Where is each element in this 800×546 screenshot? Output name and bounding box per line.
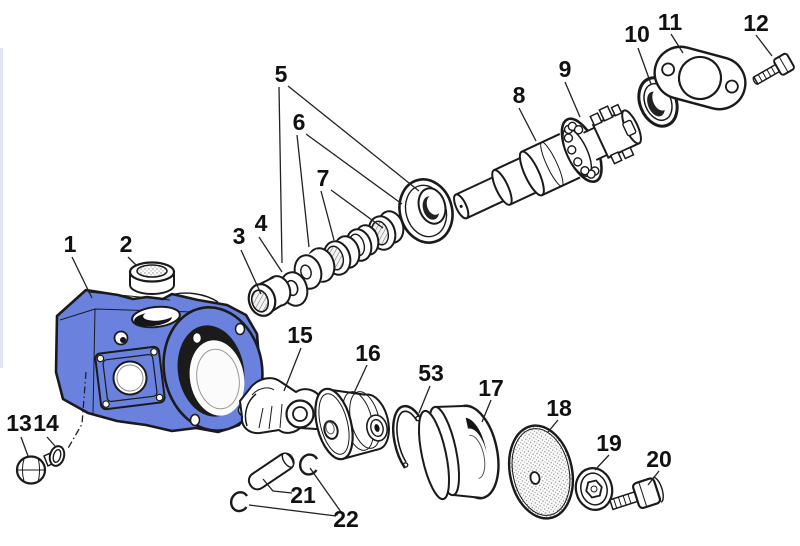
leader-dash-dot-drain bbox=[66, 371, 87, 451]
leader-10 bbox=[637, 47, 652, 85]
leader-9 bbox=[564, 81, 581, 118]
leader-15 bbox=[283, 347, 302, 392]
part-20-bolt bbox=[608, 476, 664, 511]
part-16-piston bbox=[314, 387, 390, 461]
leader-16 bbox=[353, 364, 368, 394]
part-14-washer bbox=[48, 445, 66, 467]
leader-19 bbox=[594, 454, 610, 471]
leader-17 bbox=[481, 399, 492, 423]
part-53-circlip bbox=[392, 405, 421, 469]
leader-7b bbox=[330, 189, 384, 229]
leader-13 bbox=[20, 436, 29, 457]
callout-label-8: 8 bbox=[513, 82, 526, 108]
leader-8 bbox=[518, 107, 537, 142]
part-18-diaphragm-disc bbox=[507, 424, 575, 520]
part-21-pin bbox=[247, 452, 295, 491]
leader-18 bbox=[547, 419, 559, 433]
callout-label-6: 6 bbox=[293, 109, 306, 135]
callout-label-20: 20 bbox=[646, 446, 672, 472]
callout-label-2: 2 bbox=[120, 231, 133, 257]
part-3-bushing bbox=[247, 275, 292, 317]
part-22-snap-rings bbox=[229, 453, 319, 513]
leader-11 bbox=[670, 33, 684, 54]
leader-4 bbox=[258, 236, 283, 273]
leader-6a bbox=[296, 134, 310, 248]
callout-label-10: 10 bbox=[624, 21, 650, 47]
callout-label-22: 22 bbox=[333, 506, 359, 532]
callout-label-1: 1 bbox=[64, 231, 77, 257]
page-edge-artifact bbox=[0, 48, 3, 368]
part-19-retainer-washer bbox=[574, 467, 614, 511]
leader-5a bbox=[278, 86, 283, 264]
leader-lines bbox=[20, 33, 773, 517]
housing-front-plate bbox=[94, 345, 166, 411]
callout-label-18: 18 bbox=[546, 395, 572, 421]
part-9-bearing bbox=[560, 117, 603, 183]
part-1-housing bbox=[54, 288, 264, 434]
leader-53 bbox=[418, 385, 431, 414]
leader-20 bbox=[647, 470, 660, 486]
callout-label-9: 9 bbox=[559, 56, 572, 82]
callout-label-13: 13 bbox=[6, 410, 32, 436]
callout-label-11: 11 bbox=[658, 9, 683, 35]
callout-label-19: 19 bbox=[596, 430, 622, 456]
leader-21 bbox=[262, 478, 293, 494]
callout-label-53: 53 bbox=[418, 360, 444, 386]
callout-label-12: 12 bbox=[743, 10, 769, 36]
part-17-cup-seal bbox=[417, 404, 500, 501]
callout-label-17: 17 bbox=[478, 375, 504, 401]
part-8-shaft bbox=[453, 103, 642, 220]
callout-label-4: 4 bbox=[255, 210, 268, 236]
callout-labels: 1 2 3 4 5 6 7 8 9 10 11 12 13 14 15 16 1… bbox=[6, 9, 769, 532]
leader-14 bbox=[46, 436, 56, 447]
callout-label-5: 5 bbox=[275, 61, 288, 87]
leader-1 bbox=[71, 256, 93, 299]
callout-label-14: 14 bbox=[33, 410, 59, 436]
callout-label-16: 16 bbox=[355, 340, 381, 366]
part-11-flange-gasket bbox=[653, 45, 747, 111]
part-2-cap bbox=[128, 261, 176, 295]
part-13-plug bbox=[15, 447, 64, 485]
leader-7a bbox=[320, 190, 335, 241]
part-5-seal-assembly bbox=[398, 178, 454, 244]
callout-label-7: 7 bbox=[317, 165, 330, 191]
leader-22b bbox=[309, 467, 342, 513]
leader-12 bbox=[755, 34, 773, 57]
callout-label-15: 15 bbox=[287, 322, 313, 348]
callout-label-3: 3 bbox=[233, 223, 246, 249]
leader-3 bbox=[240, 249, 262, 295]
callout-label-21: 21 bbox=[290, 482, 316, 508]
leader-2 bbox=[127, 256, 138, 267]
part-12-screw bbox=[752, 52, 795, 85]
leader-5b bbox=[287, 85, 420, 192]
leader-22a bbox=[248, 504, 337, 517]
leader-6b bbox=[305, 133, 403, 205]
